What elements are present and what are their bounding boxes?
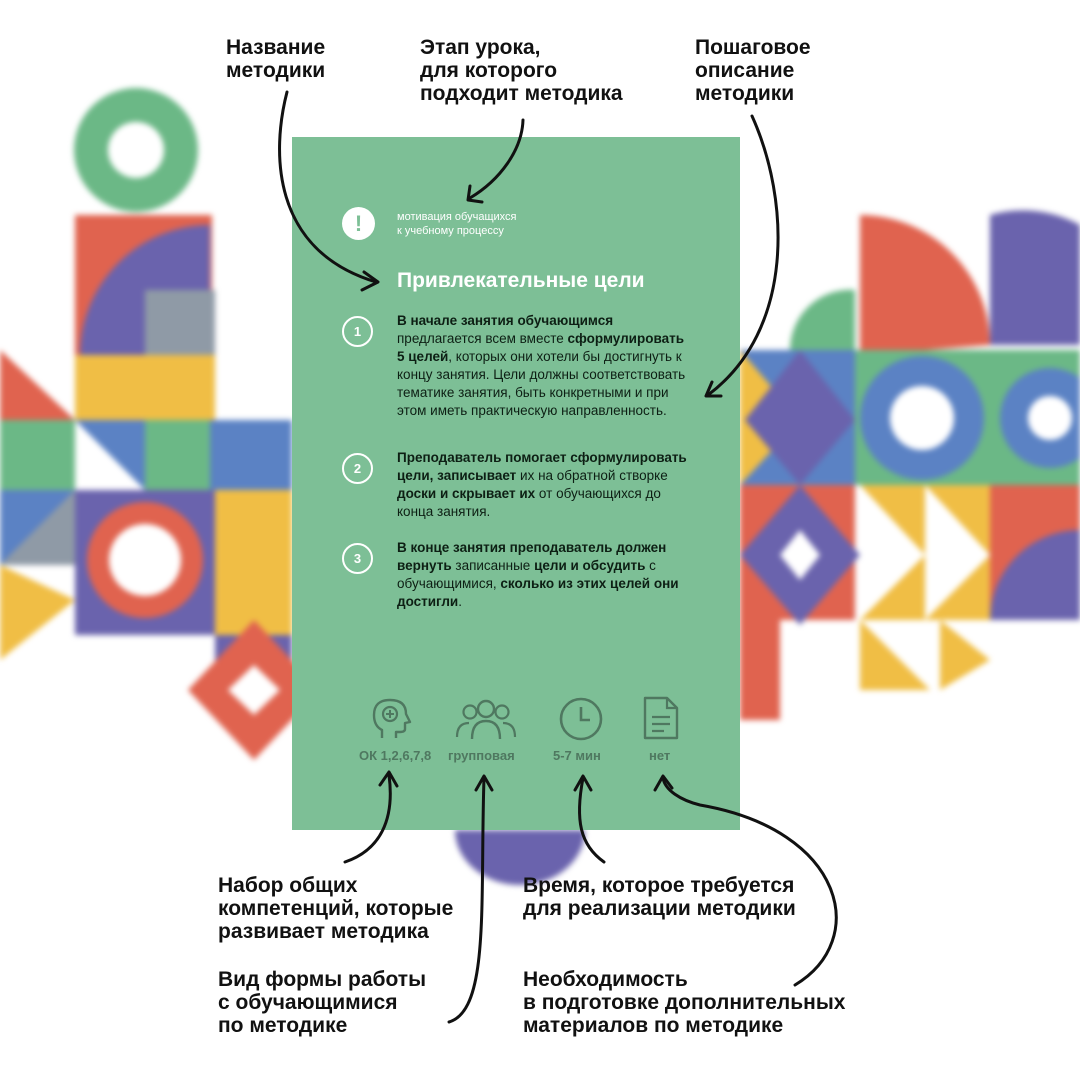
callout-step-description: Пошаговое описание методики [695,36,811,105]
step-text-run: сформулировать 5 целей [397,331,685,364]
step-text-2: Преподаватель помогает сформулировать це… [397,449,692,521]
step-text-run: доски и скрывает их [397,486,536,501]
callout-materials-needed: Необходимость в подготовке дополнительны… [523,968,846,1037]
step-text-1: В начале занятия обучающимся предлагаетс… [397,312,692,420]
time-label: 5-7 мин [553,748,601,763]
step-text-run: . [458,594,462,609]
step-text-run: от обучающихся до конца занятия. [397,486,661,519]
step-number-3: 3 [342,543,373,574]
step-3: 3 В конце занятия преподаватель должен в… [342,539,692,611]
step-number-2: 2 [342,453,373,484]
clock-icon [559,697,603,741]
step-text-run: , которых они хотели бы достигнуть к кон… [397,349,686,418]
step-text-run: цели и обсудить [534,558,646,573]
callout-method-name: Название методики [226,36,326,82]
callout-time-required: Время, которое требуется для реализации … [523,874,796,920]
step-text-run: сколько из этих целей они достигли [397,576,679,609]
callout-work-form: Вид формы работы с обучающимися по метод… [218,968,427,1037]
method-title: Привлекательные цели [397,269,645,292]
step-text-3: В конце занятия преподаватель должен вер… [397,539,692,611]
step-text-run: их на обратной створке [516,468,668,483]
method-card: ! мотивация обучащихся к учебному процес… [292,137,740,830]
document-icon [643,696,679,740]
step-text-run: записанные [451,558,535,573]
callout-lesson-stage: Этап урока, для которого подходит методи… [420,36,623,105]
step-2: 2 Преподаватель помогает сформулировать … [342,449,692,521]
exclamation-icon: ! [342,207,375,240]
step-text-run: предлагается всем вместе [397,331,568,346]
work-form-label: групповая [448,748,515,763]
callout-competencies: Набор общих компетенций, которые развива… [218,874,454,943]
step-text-run: с обучающимися, [397,558,656,591]
step-number-1: 1 [342,316,373,347]
step-1: 1 В начале занятия обучающимся предлагае… [342,312,692,420]
competencies-label: ОК 1,2,6,7,8 [359,748,432,763]
group-icon [455,699,517,740]
materials-label: нет [649,748,671,763]
lesson-stage: ! мотивация обучащихся к учебному процес… [342,207,516,240]
step-text-run: В конце занятия преподаватель должен вер… [397,540,667,573]
step-text-run: Преподаватель помогает сформулировать це… [397,450,687,483]
head-plus-icon [372,698,412,738]
step-text-run: В начале занятия обучающимся [397,313,614,328]
lesson-stage-text: мотивация обучащихся к учебному процессу [397,210,517,237]
